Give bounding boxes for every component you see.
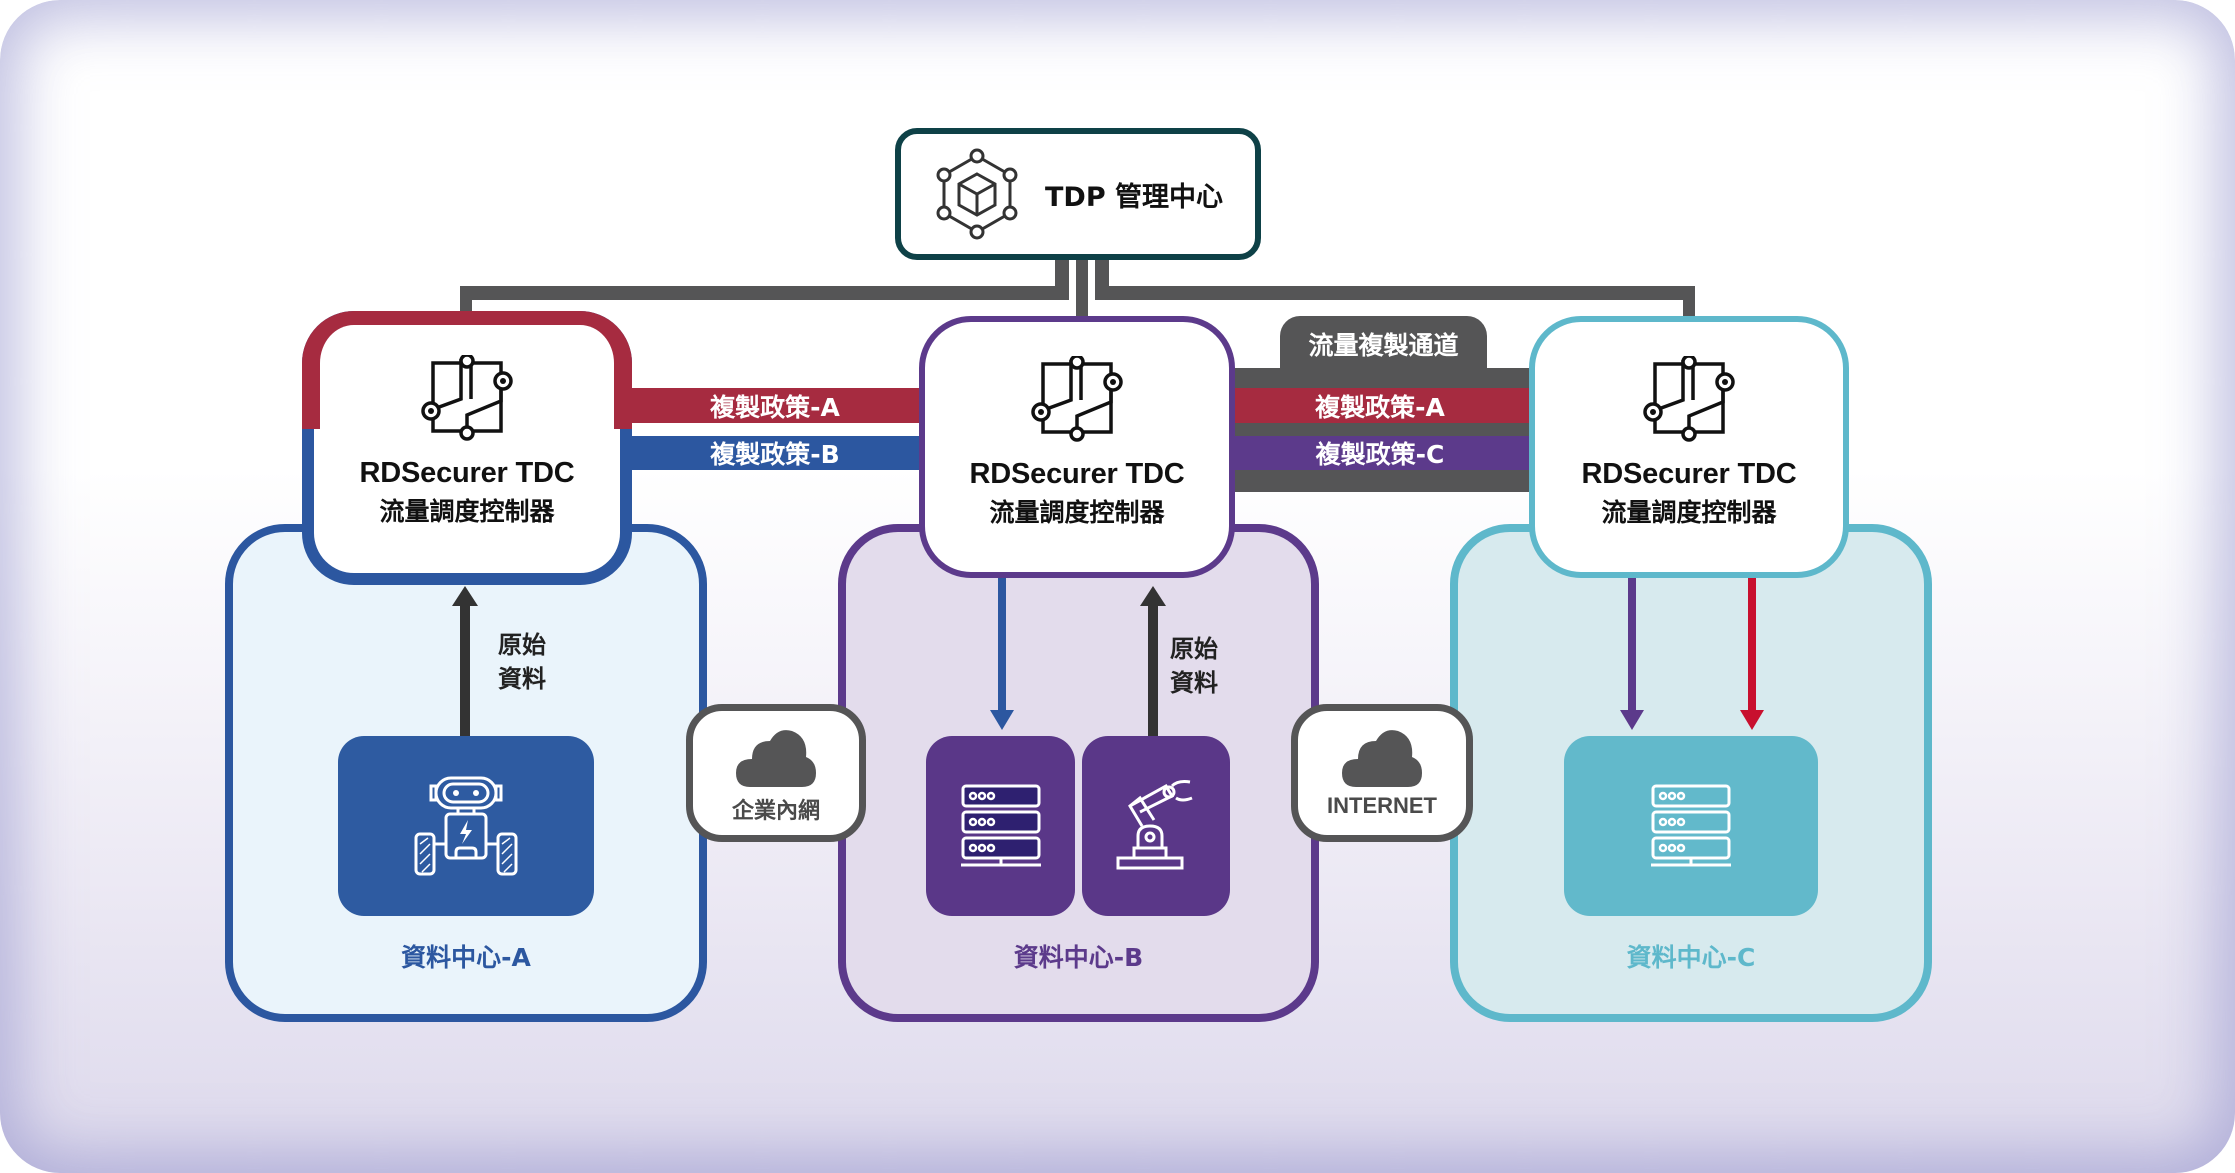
traffic-controller-icon (1031, 356, 1123, 442)
connector-right-drop (1683, 286, 1695, 322)
raw-data-label-a: 原始 資料 (498, 631, 546, 693)
raw-data-label-b: 原始 資料 (1170, 635, 1218, 697)
policy-c-right-label: 複製政策-C (1315, 440, 1445, 469)
tdp-management-center: TDP 管理中心 (895, 128, 1261, 260)
tdc-left-subtitle: 流量調度控制器 (379, 497, 555, 526)
tdc-controller-middle: RDSecurer TDC 流量調度控制器 (919, 316, 1235, 578)
datacenter-b-label: 資料中心-B (1013, 943, 1144, 972)
hexagon-network-cube-icon (936, 148, 1018, 240)
robot-arm-icon (1116, 780, 1193, 870)
datacenter-a-label: 資料中心-A (401, 943, 531, 972)
robot-icon (414, 776, 518, 876)
connector-horizontal-right (1095, 286, 1695, 300)
tdc-right-subtitle: 流量調度控制器 (1601, 498, 1777, 527)
server-icon (1651, 784, 1731, 867)
network-intranet-label: 企業內網 (731, 798, 820, 823)
policy-bar-a-right: 複製政策-A (1225, 388, 1535, 423)
tdc-middle-title: RDSecurer TDC (969, 458, 1185, 490)
connector-left-drop (460, 286, 472, 316)
policy-bar-b-left: 複製政策-B (620, 436, 930, 470)
traffic-controller-icon (1643, 356, 1735, 442)
device-tile-robot-arm (1082, 736, 1230, 916)
tdc-middle-subtitle: 流量調度控制器 (989, 498, 1165, 527)
raw-data-arrow-b-up (1140, 586, 1166, 738)
policy-a-left-label: 複製政策-A (710, 392, 840, 422)
tdp-title: TDP 管理中心 (1045, 181, 1224, 213)
replication-channel-label: 流量複製通道 (1308, 331, 1459, 360)
policy-bar-c-right: 複製政策-C (1225, 436, 1535, 470)
connector-horizontal-left (460, 286, 1069, 300)
datacenter-c-label: 資料中心-C (1626, 943, 1756, 972)
cloud-icon (736, 730, 816, 787)
connector-tdp-mid-vertical (1076, 258, 1088, 320)
policy-a-right-label: 複製政策-A (1315, 392, 1445, 422)
network-intranet: 企業內網 (686, 704, 866, 842)
policy-b-left-label: 複製政策-B (710, 440, 840, 469)
network-internet-label: INTERNET (1327, 793, 1437, 818)
tdc-controller-right: RDSecurer TDC 流量調度控制器 (1529, 316, 1849, 578)
cloud-icon (1342, 730, 1422, 787)
network-internet: INTERNET (1291, 704, 1473, 842)
tdc-right-title: RDSecurer TDC (1581, 458, 1797, 490)
replication-channel-tab: 流量複製通道 (1280, 316, 1487, 372)
tdc-left-title: RDSecurer TDC (359, 457, 575, 489)
server-icon (960, 784, 1041, 867)
replication-arrow-b-down (990, 578, 1014, 730)
datacenter-b: 資料中心-B (838, 524, 1319, 1022)
replication-arrow-c-red (1740, 578, 1764, 730)
raw-data-arrow-a (452, 586, 478, 738)
device-tile-robot (338, 736, 594, 916)
traffic-controller-icon (421, 355, 513, 441)
tdc-controller-left: RDSecurer TDC 流量調度控制器 (302, 311, 632, 585)
replication-arrow-c-purple (1620, 578, 1644, 730)
device-tile-server-b (926, 736, 1075, 916)
policy-bar-a-left: 複製政策-A (620, 388, 930, 423)
device-tile-server-c (1564, 736, 1818, 916)
